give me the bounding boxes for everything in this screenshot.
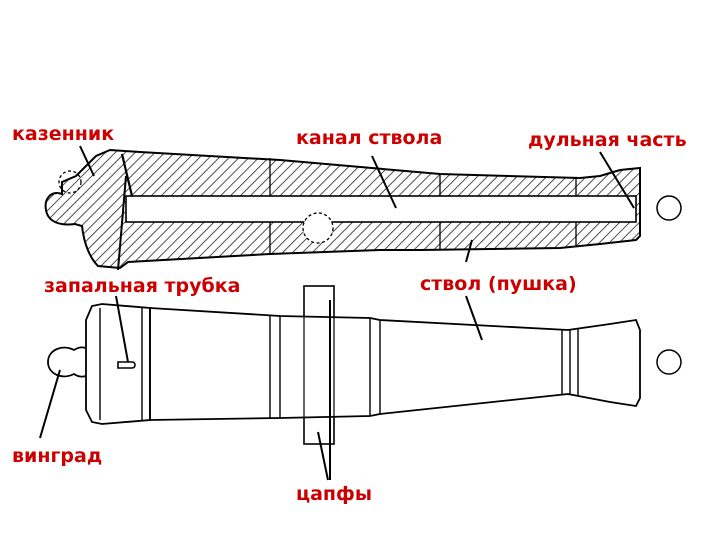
label-kazennik: казенник	[12, 123, 114, 145]
label-stvol: ствол (пушка)	[420, 273, 577, 295]
label-kanal: канал ствола	[296, 127, 442, 149]
label-vingrad: винград	[12, 445, 102, 467]
barrel-body	[149, 307, 641, 421]
labels: казенник канал ствола дульная часть запа…	[12, 123, 687, 505]
leader-zapalnaya-top	[117, 175, 127, 271]
leader-stvol-top	[465, 239, 473, 263]
trunnion-dashed-circle	[302, 212, 334, 244]
cascabel-dashed-circle	[58, 170, 82, 194]
muzzle-circle-top	[656, 195, 682, 221]
cascabel-knob	[47, 346, 93, 378]
muzzle-circle-bottom	[656, 349, 682, 375]
leader-dulnaya	[599, 151, 635, 209]
leader-lines	[39, 145, 635, 481]
bore-channel	[125, 195, 637, 223]
leader-kanal	[371, 155, 397, 209]
vent-hole	[120, 153, 134, 197]
leader-vingrad	[39, 369, 61, 439]
leader-zapalnaya-bottom	[115, 295, 129, 363]
leader-kazennik	[79, 145, 95, 177]
label-tsapfy: цапфы	[296, 483, 372, 505]
leader-tsapfy-left	[317, 431, 329, 481]
cannon-section-view	[44, 148, 682, 270]
label-dulnaya: дульная часть	[528, 129, 687, 151]
leader-stvol-bottom	[465, 295, 483, 341]
cannon-external-view	[47, 285, 682, 445]
label-zapalnaya: запальная трубка	[44, 275, 241, 297]
vent-tube	[117, 361, 136, 369]
